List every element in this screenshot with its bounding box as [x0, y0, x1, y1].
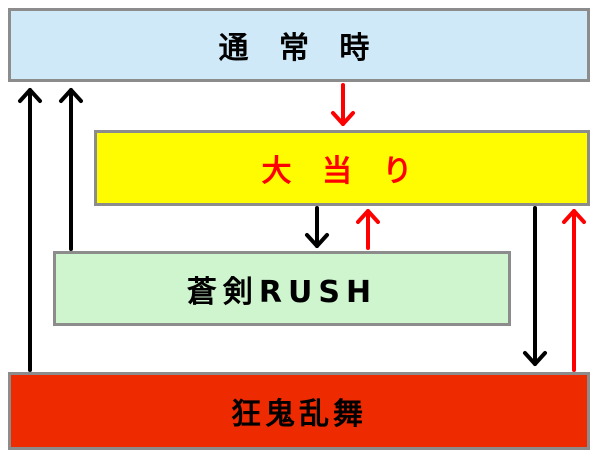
arrow-rush-to-normal	[59, 88, 83, 251]
node-kyoki-label: 狂鬼乱舞	[231, 397, 367, 432]
node-rush: 蒼剣RUSH	[53, 251, 511, 326]
arrow-jackpot-to-kyoki	[523, 206, 547, 366]
node-jackpot: 大 当 り	[94, 130, 590, 206]
node-rush-label: 蒼剣RUSH	[186, 274, 378, 310]
arrow-kyoki-to-jackpot	[562, 209, 586, 372]
node-normal-label: 通 常 時	[218, 31, 380, 66]
node-normal: 通 常 時	[8, 8, 590, 82]
arrow-rush-to-jackpot	[356, 209, 380, 250]
node-kyoki: 狂鬼乱舞	[8, 372, 590, 450]
arrow-jackpot-to-rush	[305, 206, 329, 248]
arrow-kyoki-to-normal	[18, 88, 42, 372]
node-jackpot-label: 大 当 り	[261, 154, 423, 189]
arrow-normal-to-jackpot	[331, 83, 355, 126]
